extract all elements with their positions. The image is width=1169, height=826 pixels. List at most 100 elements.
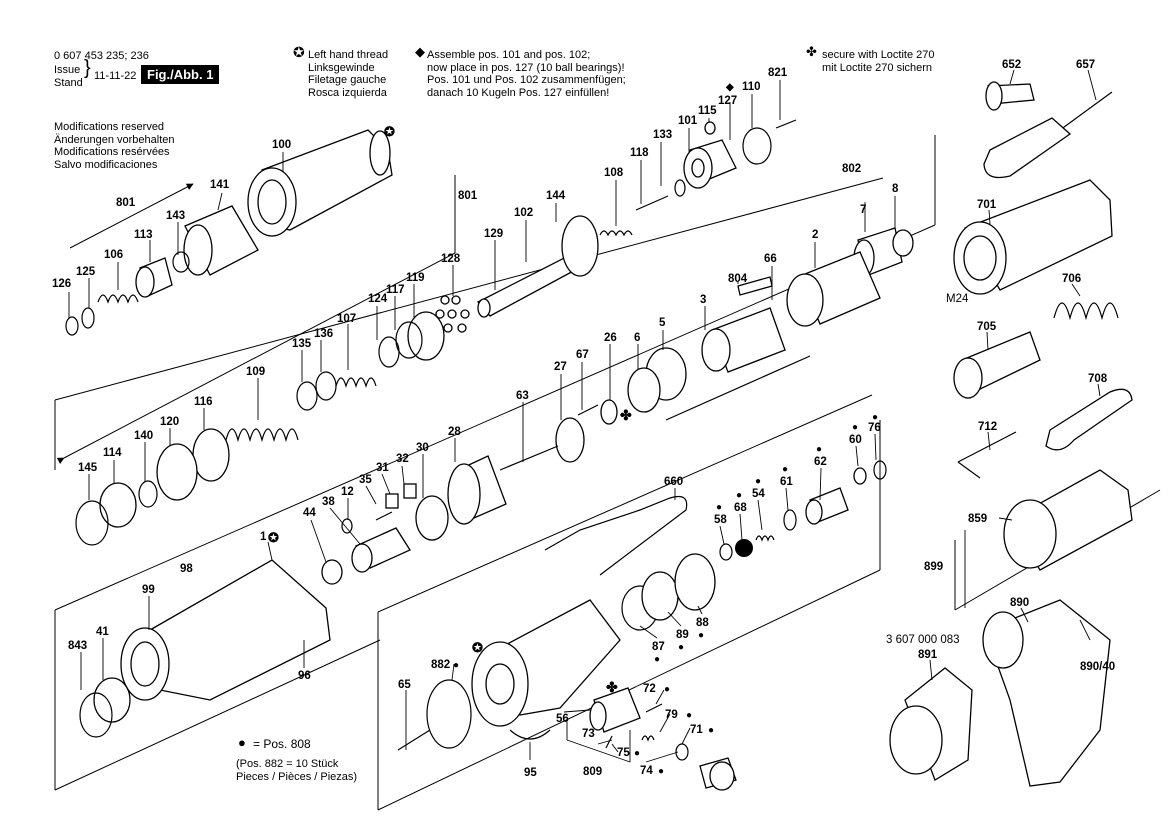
part-701-nut xyxy=(953,179,1113,295)
part-41-ring xyxy=(93,677,131,723)
loctite-symbol-26: ✤ xyxy=(620,407,632,423)
lh-thread-symbol-95: ✪ xyxy=(472,640,483,655)
part-843-clip xyxy=(79,692,113,738)
callout-141: 141 xyxy=(210,179,230,191)
callout-821: 821 xyxy=(768,67,788,79)
callout-101: 101 xyxy=(678,115,698,127)
callout-113: 113 xyxy=(134,229,153,241)
callout-652: 652 xyxy=(1002,59,1021,71)
part-114-ring xyxy=(99,482,137,528)
part-110-ring xyxy=(742,127,772,165)
dot-symbol-54: ● xyxy=(755,476,761,487)
callout-44: 44 xyxy=(303,507,316,519)
callout-843: 843 xyxy=(68,640,87,652)
issue-date: 11-11-22 xyxy=(94,70,137,82)
callout-63: 63 xyxy=(516,390,529,402)
part-107-spring xyxy=(335,377,377,389)
dot-symbol-68: ● xyxy=(736,490,742,501)
part-660-wire xyxy=(544,495,688,576)
callout-32: 32 xyxy=(396,453,409,465)
callout-126: 126 xyxy=(52,278,71,290)
part-705-adapter xyxy=(953,331,1041,399)
part-125-ring xyxy=(81,307,95,329)
callout-5: 5 xyxy=(659,317,666,329)
part-symbols: ✪ ✪ ✪ ◆ ✤ ✤ ● ● ● ● ● ● ● ● ● ● ● ● ● ● … xyxy=(268,82,878,777)
diamond-icon: ◆ xyxy=(415,44,425,59)
dot-symbol-61: ● xyxy=(782,464,788,475)
dot-symbol-76: ● xyxy=(872,412,878,423)
callout-99: 99 xyxy=(142,584,155,596)
callout-705: 705 xyxy=(977,321,997,333)
callout-125: 125 xyxy=(76,266,96,278)
dot-symbol-74: ● xyxy=(658,766,664,777)
part-143-ring xyxy=(172,251,190,273)
callout-114: 114 xyxy=(103,447,122,459)
callout-3: 3 xyxy=(700,294,706,306)
callout-102: 102 xyxy=(514,207,533,219)
callout-72: 72 xyxy=(643,683,656,695)
dot-symbol-882: ● xyxy=(453,660,459,671)
callout-119: 119 xyxy=(406,272,425,284)
part-119-bearing xyxy=(407,311,445,361)
part-56-valve xyxy=(589,687,641,733)
issue-brace: } xyxy=(84,57,91,79)
callout-58: 58 xyxy=(714,514,727,526)
callout-68: 68 xyxy=(734,502,747,514)
leader-lines xyxy=(68,69,1101,763)
callout-706: 706 xyxy=(1062,273,1081,285)
part-76-ring xyxy=(873,460,887,480)
callout-31: 31 xyxy=(376,462,389,474)
part-891-guard xyxy=(889,667,973,781)
lh-thread-icon: ✪ xyxy=(293,44,305,60)
callout-107: 107 xyxy=(337,313,356,325)
part-102-shaft xyxy=(476,215,599,318)
callout-3607000083: 3 607 000 083 xyxy=(886,634,960,646)
part-116-cam xyxy=(192,428,230,482)
part-67-pin xyxy=(577,404,599,416)
callout-135: 135 xyxy=(292,338,312,350)
lh-thread-legend: Left hand thread Linksgewinde Filetage g… xyxy=(308,49,389,99)
callout-74: 74 xyxy=(640,765,653,777)
parts xyxy=(65,81,1133,791)
assemble-symbol-127: ◆ xyxy=(725,82,734,93)
part-number: 0 607 453 235; 236 xyxy=(54,50,149,62)
callout-98: 98 xyxy=(180,563,193,575)
part-657-screwdriver xyxy=(983,91,1113,179)
part-859-handle xyxy=(1003,469,1133,571)
callout-1: 1 xyxy=(260,531,267,543)
callouts: 100 141 801 143 113 106 125 126 801 144 … xyxy=(52,59,1115,779)
part-8-bearing xyxy=(892,229,914,257)
pos-808-note: = Pos. 808 xyxy=(253,737,311,751)
dot-symbol-79: ● xyxy=(686,710,692,721)
callout-890: 890 xyxy=(1010,597,1029,609)
part-652-nipple xyxy=(985,81,1035,111)
callout-106: 106 xyxy=(104,249,123,261)
fig-label: Fig./Abb. 1 xyxy=(141,65,220,84)
part-140-clip xyxy=(138,480,158,508)
part-32-pin xyxy=(375,511,393,521)
callout-136: 136 xyxy=(314,328,333,340)
dot-symbol-62: ● xyxy=(816,444,822,455)
callout-117: 117 xyxy=(386,284,405,296)
part-821-pin xyxy=(775,119,797,129)
callout-660: 660 xyxy=(664,476,683,488)
callout-801-a: 801 xyxy=(116,197,136,209)
callout-145: 145 xyxy=(78,462,98,474)
callout-120: 120 xyxy=(160,416,179,428)
part-68-ball xyxy=(735,539,753,557)
part-95-shroud xyxy=(509,729,551,740)
callout-140: 140 xyxy=(134,430,153,442)
callout-76: 76 xyxy=(868,422,881,434)
part-106-spring xyxy=(97,294,139,304)
part-66-rod xyxy=(665,355,811,421)
callout-144: 144 xyxy=(546,190,566,202)
part-12-washer xyxy=(341,518,353,534)
callout-802: 802 xyxy=(842,163,861,175)
callout-116: 116 xyxy=(194,396,213,408)
callout-100: 100 xyxy=(272,139,291,151)
part-61-ring xyxy=(783,509,797,531)
callout-12: 12 xyxy=(341,486,354,498)
lh-thread-symbol-1: ✪ xyxy=(268,530,279,545)
callout-712: 712 xyxy=(978,421,997,433)
